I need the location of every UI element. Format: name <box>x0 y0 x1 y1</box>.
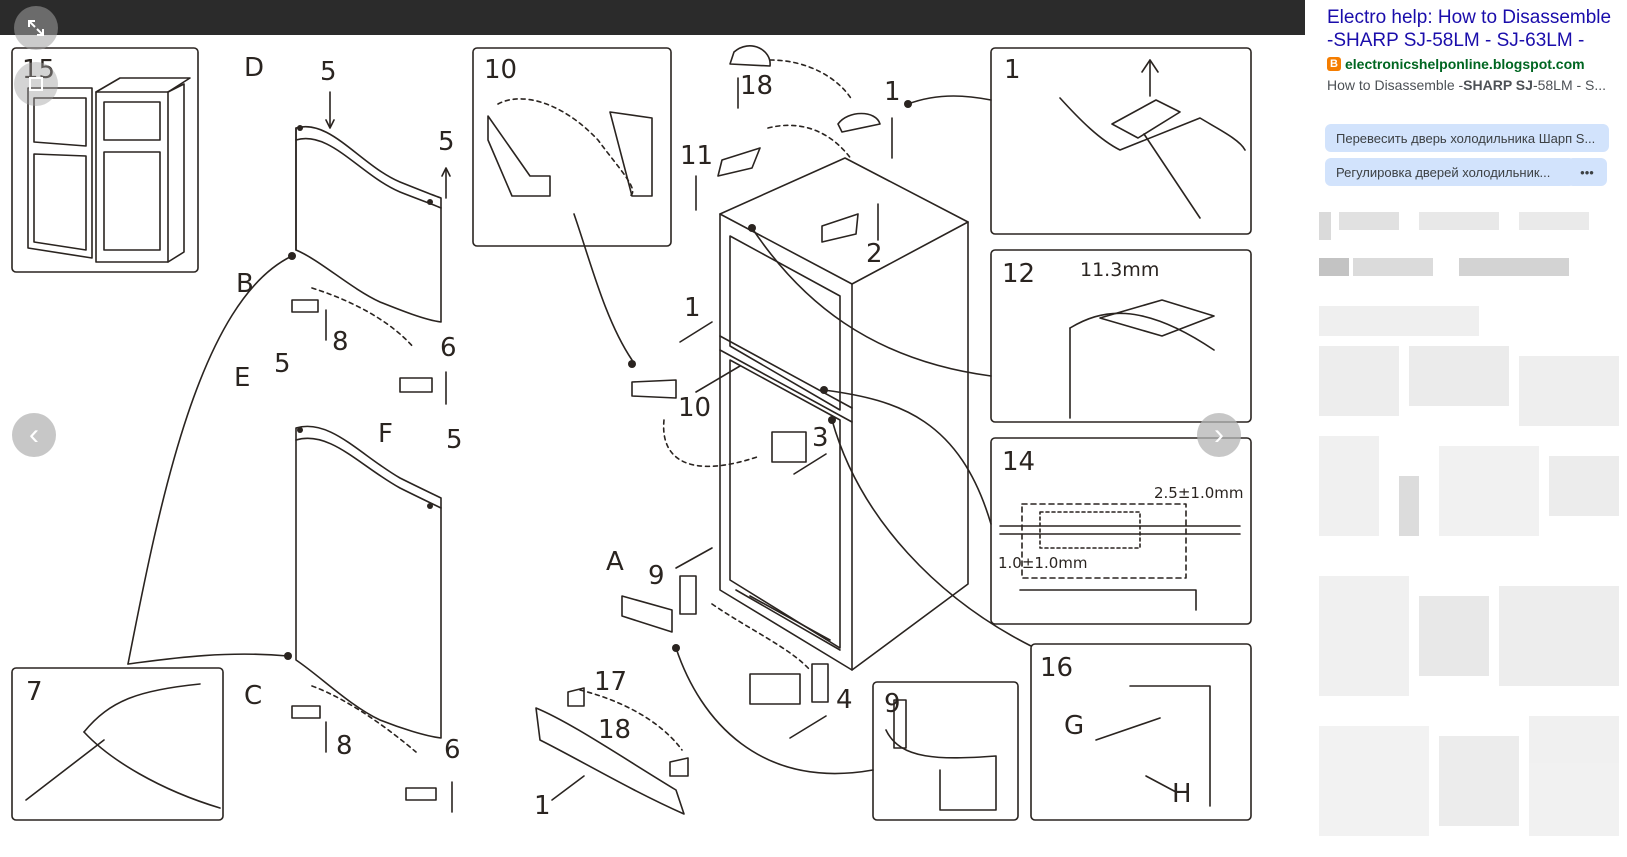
share-icon <box>29 77 43 91</box>
result-source[interactable]: B electronicshelponline.blogspot.com <box>1327 55 1585 73</box>
panel-1-number: 1 <box>1004 55 1021 85</box>
callout-G: G <box>1064 711 1084 741</box>
callout-6-a: 6 <box>440 333 457 363</box>
callout-9: 9 <box>648 561 665 591</box>
panel-14-frame <box>990 437 1252 625</box>
callout-C: C <box>244 681 262 711</box>
lower-door-outline <box>295 425 442 739</box>
related-chip-label: Перевесить дверь холодильника Шарп S... <box>1336 130 1596 146</box>
kick-plate-outline <box>535 707 685 815</box>
expand-icon <box>28 20 44 36</box>
callout-5-b: 5 <box>438 127 455 157</box>
panel-12-dimension: 11.3mm <box>1080 259 1159 281</box>
callout-1-c: 1 <box>534 791 551 821</box>
next-image-button[interactable]: › <box>1197 413 1241 457</box>
callout-8-b: 8 <box>336 731 353 761</box>
result-snippet: How to Disassemble -SHARP SJ-58LM - S... <box>1327 77 1627 93</box>
panel-15-frame <box>11 47 199 273</box>
callout-H: H <box>1172 779 1192 809</box>
panel-7-number: 7 <box>26 677 43 707</box>
result-source-domain: electronicshelponline.blogspot.com <box>1345 56 1585 72</box>
result-side-panel: Electro help: How to Disassemble -SHARP … <box>1305 0 1627 857</box>
callout-4: 4 <box>836 685 853 715</box>
panel-14-dimension-a: 2.5±1.0mm <box>1154 484 1244 502</box>
panel-10-frame <box>472 47 672 247</box>
result-title-link[interactable]: Electro help: How to Disassemble -SHARP … <box>1327 6 1627 52</box>
share-button[interactable] <box>14 62 58 106</box>
panel-12-number: 12 <box>1002 259 1035 289</box>
refrigerator-disassembly-diagram: 15 10 1 12 11.3mm 14 2.5±1.0mm 1.0±1.0mm… <box>11 45 1252 821</box>
panel-15-number: 15 <box>22 55 55 85</box>
chevron-left-icon: ‹ <box>29 418 39 451</box>
result-title-line1: Electro help: How to Disassemble <box>1327 7 1612 28</box>
callout-5-d: 5 <box>446 425 463 455</box>
panel-1-frame <box>990 47 1252 235</box>
callout-5-a: 5 <box>320 57 337 87</box>
panel-9-frame <box>872 681 1019 821</box>
panel-15-fridge <box>27 77 191 263</box>
viewer-top-bar <box>0 0 1305 35</box>
callout-18-a: 18 <box>740 71 773 101</box>
callout-2: 2 <box>866 239 883 269</box>
panel-16-frame <box>1030 643 1252 821</box>
panel-14-dimension-b: 1.0±1.0mm <box>998 554 1088 572</box>
blurred-related-results <box>1319 212 1619 836</box>
related-chip-2[interactable]: Регулировка дверей холодильник... <box>1325 158 1575 186</box>
more-icon: ••• <box>1580 164 1594 180</box>
callout-18-b: 18 <box>598 715 631 745</box>
related-chip-label: Регулировка дверей холодильник... <box>1336 164 1551 180</box>
callout-E: E <box>234 363 250 393</box>
result-snippet-pre: How to Disassemble - <box>1327 77 1464 93</box>
callout-5-c: 5 <box>274 349 291 379</box>
upper-door-outline <box>295 125 442 323</box>
more-chips-button[interactable]: ••• <box>1567 158 1607 186</box>
callout-A: A <box>606 547 624 577</box>
callout-3: 3 <box>812 423 829 453</box>
callout-17: 17 <box>594 667 627 697</box>
callout-B: B <box>236 269 254 299</box>
panel-16-number: 16 <box>1040 653 1073 683</box>
fridge-body-outline <box>719 157 969 671</box>
callout-11: 11 <box>680 141 713 171</box>
panel-14-number: 14 <box>1002 447 1035 477</box>
image-viewer: 15 10 1 12 11.3mm 14 2.5±1.0mm 1.0±1.0mm… <box>0 0 1305 821</box>
result-snippet-post: -58LM - S... <box>1532 77 1607 93</box>
callout-F: F <box>378 419 393 449</box>
related-chip-1[interactable]: Перевесить дверь холодильника Шарп S... <box>1325 124 1609 152</box>
callout-10: 10 <box>678 393 711 423</box>
callout-D: D <box>244 53 264 83</box>
chevron-right-icon: › <box>1214 418 1224 451</box>
panel-12-frame <box>990 249 1252 423</box>
panel-10-number: 10 <box>484 55 517 85</box>
panel-9-number: 9 <box>884 689 901 719</box>
callout-6-b: 6 <box>444 735 461 765</box>
panel-7-frame <box>11 667 224 821</box>
callout-1-a: 1 <box>884 77 901 107</box>
prev-image-button[interactable]: ‹ <box>12 413 56 457</box>
result-snippet-bold: SHARP SJ <box>1463 77 1533 93</box>
callout-1-b: 1 <box>684 293 701 323</box>
expand-button[interactable] <box>14 6 58 50</box>
result-title-line2: -SHARP SJ-58LM - SJ-63LM - <box>1327 30 1585 51</box>
blogger-icon: B <box>1327 57 1341 71</box>
callout-8-a: 8 <box>332 327 349 357</box>
